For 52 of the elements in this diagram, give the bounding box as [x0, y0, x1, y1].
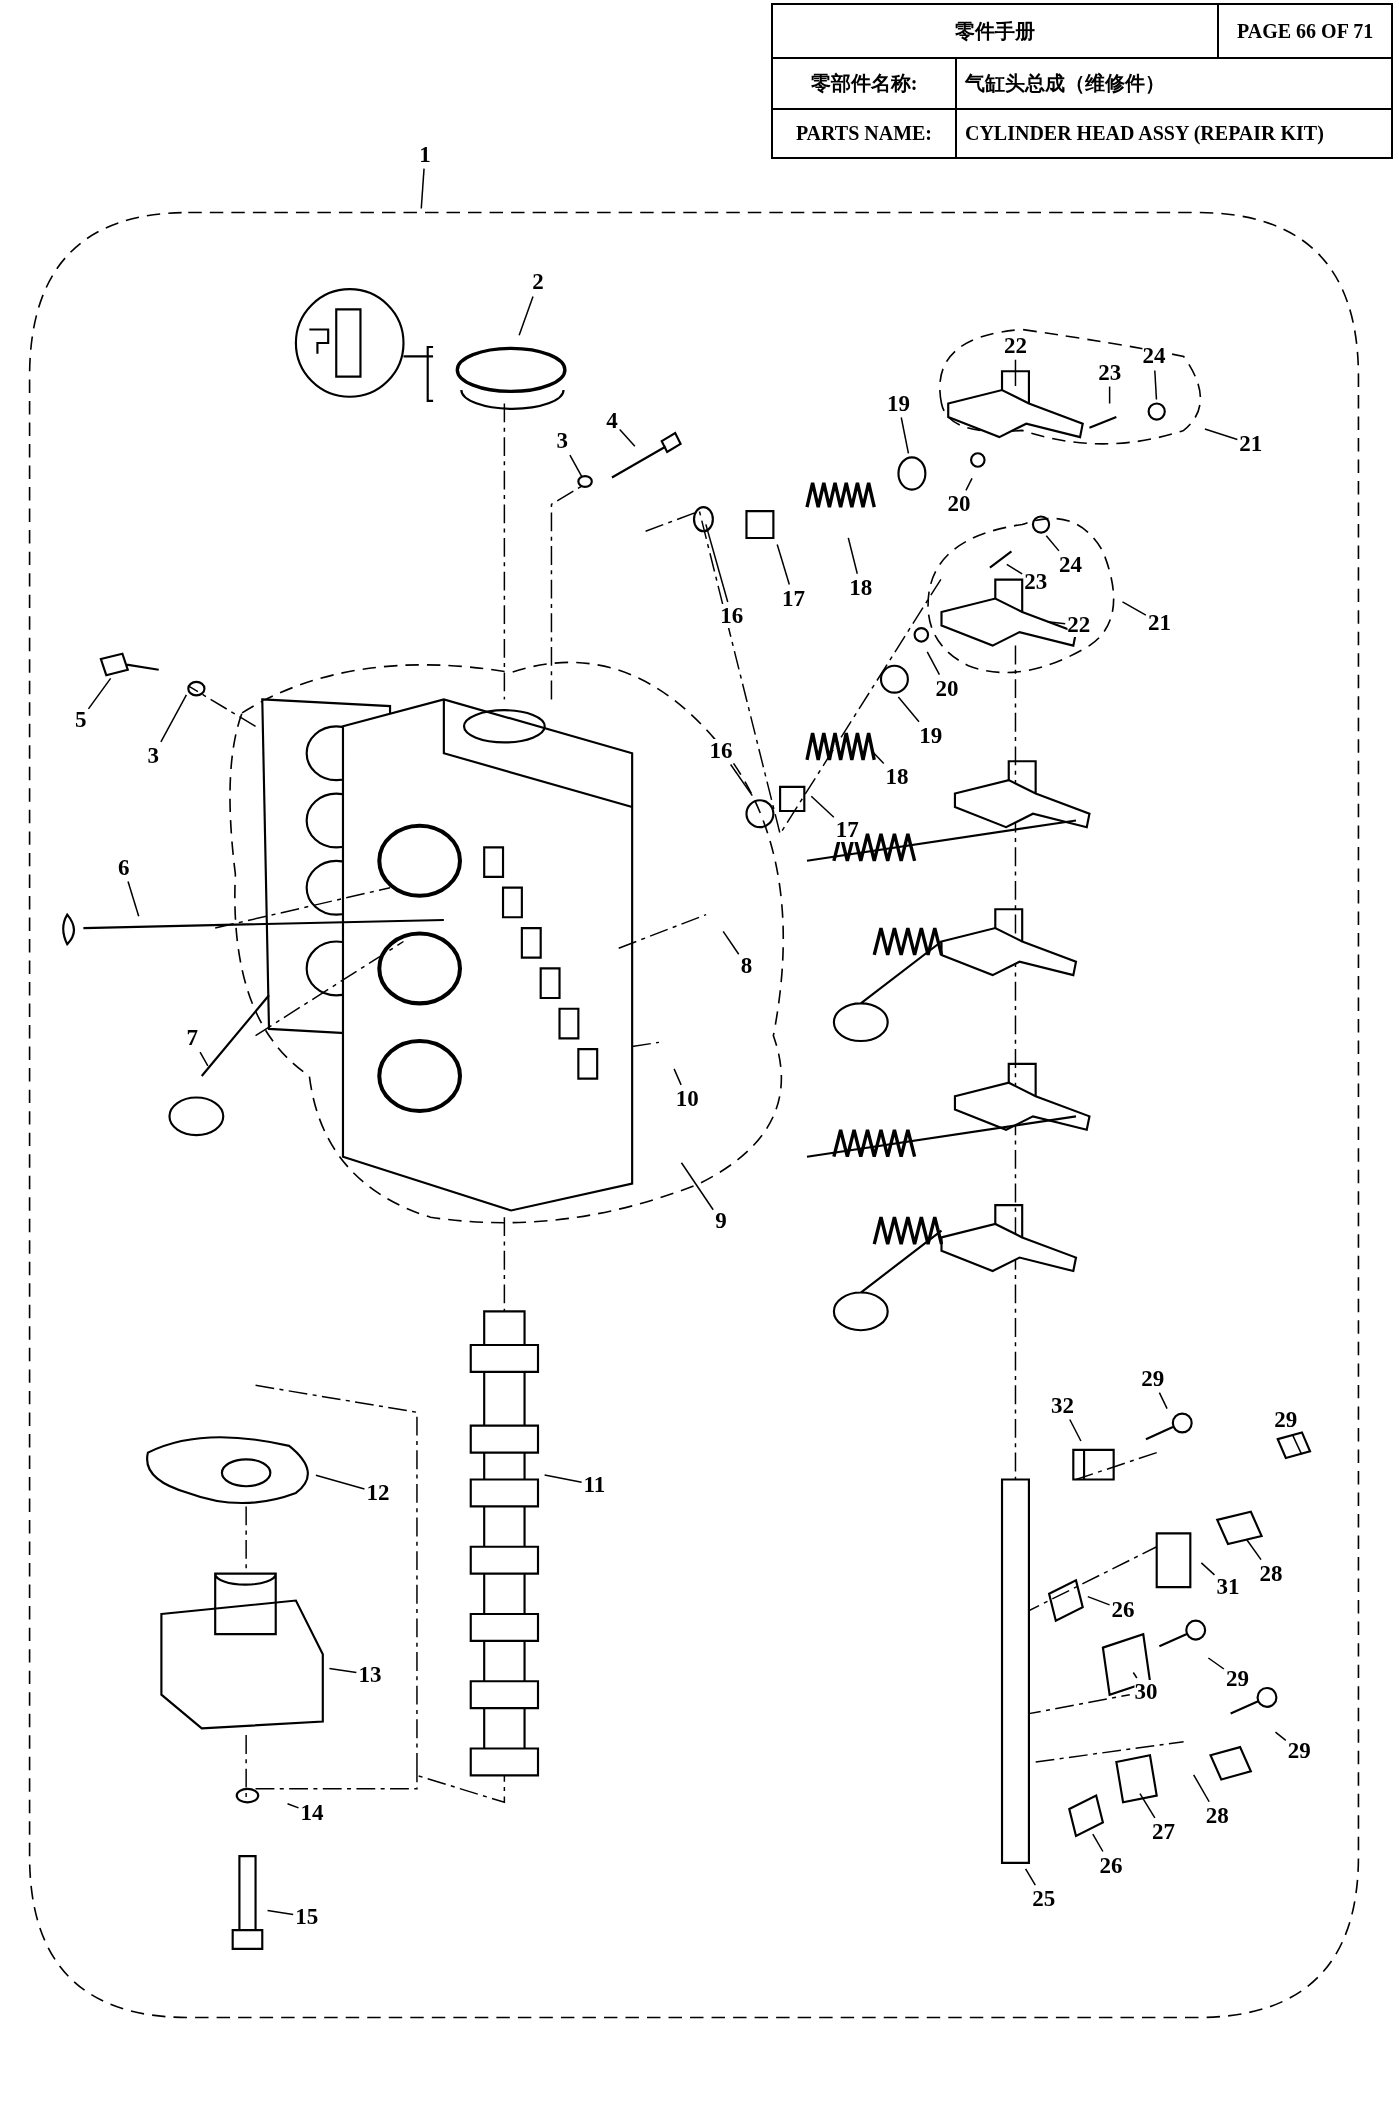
leader-line [315, 1474, 366, 1490]
leader-line [160, 694, 188, 743]
leader-line [680, 1161, 714, 1211]
leader-line [1069, 1418, 1082, 1442]
leader-line [926, 651, 941, 676]
leader-line [1291, 1433, 1303, 1456]
leader-line [569, 454, 583, 478]
leader-line [1274, 1731, 1287, 1742]
leader-line [810, 795, 835, 819]
leader-line [1087, 1595, 1111, 1606]
leader-line [1204, 428, 1239, 441]
leader-line [776, 543, 791, 586]
leader-line [1139, 1792, 1156, 1819]
leader-line [897, 696, 920, 723]
leader-line [1192, 1774, 1210, 1803]
field-label-cell: PARTS NAME: [771, 108, 957, 159]
leader-line [673, 1068, 682, 1086]
leader-line [286, 1802, 300, 1809]
leader-line [1132, 1671, 1138, 1679]
leader-line [1245, 1538, 1262, 1561]
leader-line [1024, 1868, 1037, 1886]
leader-line [87, 677, 112, 710]
leader-line [870, 749, 885, 765]
leader-line [518, 295, 534, 336]
leader-line [1158, 1391, 1168, 1410]
leader-line [729, 763, 753, 797]
leader-line [328, 1667, 358, 1674]
leader-line [1121, 601, 1147, 616]
leader-line [1006, 563, 1023, 575]
leader-line [1046, 621, 1066, 625]
leader-line [1045, 534, 1060, 552]
leader-line [900, 416, 910, 455]
title-cell: 零件手册 [771, 3, 1220, 59]
leader-line [420, 167, 425, 210]
part-name-cell: CYLINDER HEAD ASSY (REPAIR KIT) [954, 108, 1393, 159]
leader-line [1207, 1657, 1225, 1670]
leader-line [847, 537, 859, 575]
leader-line [1014, 358, 1017, 387]
leader-line [722, 930, 740, 956]
page-number-cell: PAGE 66 OF 71 [1217, 3, 1393, 59]
leader-line [1108, 385, 1111, 405]
leader-line [127, 880, 140, 917]
leader-line [1092, 1833, 1104, 1853]
leader-line [1154, 369, 1158, 401]
leader-line [618, 428, 636, 447]
callout-number: 16 [720, 604, 744, 628]
leader-line [266, 1909, 294, 1916]
leader-line [965, 477, 973, 492]
leader-line [705, 523, 729, 603]
leader-line [199, 1051, 209, 1067]
leader-line [543, 1474, 583, 1484]
leader-line [1200, 1562, 1216, 1576]
